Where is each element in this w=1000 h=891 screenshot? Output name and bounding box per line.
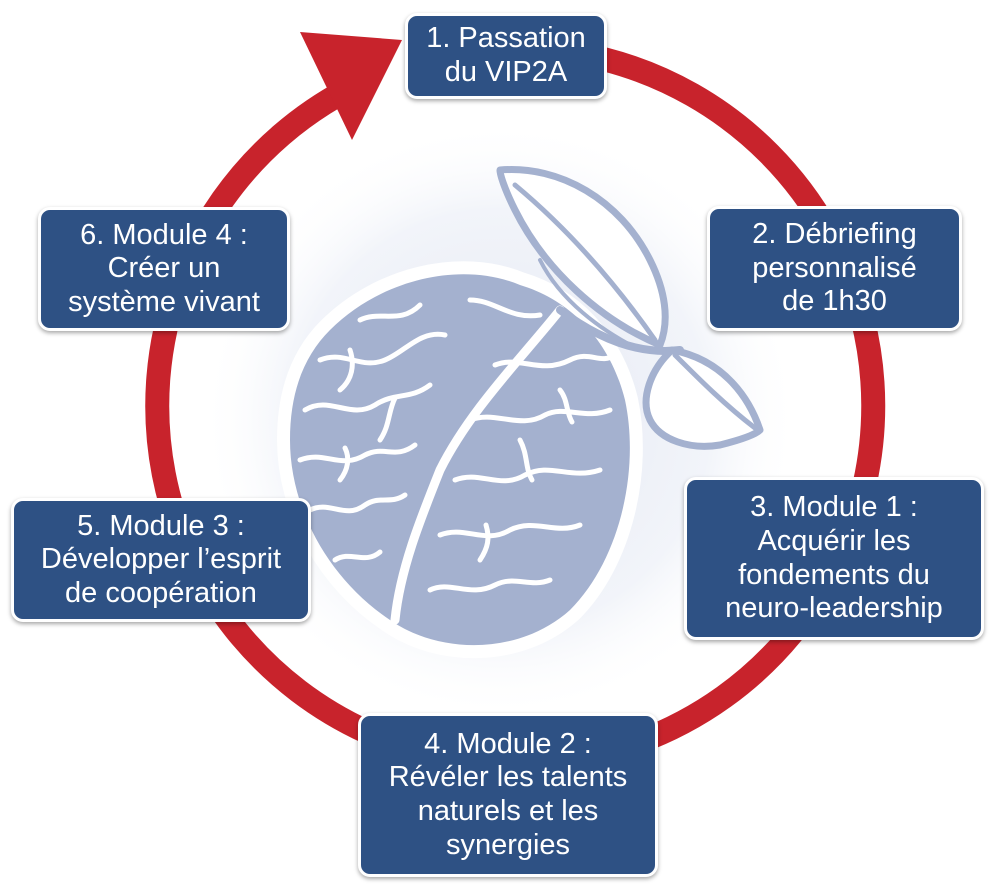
step-3-line-2: Acquérir les bbox=[757, 524, 911, 557]
step-2-line-2: personnalisé bbox=[752, 251, 917, 284]
cycle-arrowhead-icon bbox=[300, 32, 402, 140]
step-6-line-3: système vivant bbox=[68, 285, 260, 318]
step-2-text: 2. Débriefing personnalisé de 1h30 bbox=[752, 218, 916, 319]
step-4-line-3: naturels et les bbox=[417, 795, 599, 827]
step-2-line-3: de 1h30 bbox=[782, 285, 887, 318]
step-3-line-3: fondements du bbox=[738, 558, 930, 591]
step-6-box: 6. Module 4 : Créer un système vivant bbox=[38, 207, 290, 331]
step-1-line-2: du VIP2A bbox=[444, 56, 568, 88]
step-3-line-4: neuro-leadership bbox=[725, 592, 943, 625]
brain-sprout-icon bbox=[277, 166, 764, 659]
step-2-box: 2. Débriefing personnalisé de 1h30 bbox=[707, 206, 962, 331]
step-3-text: 3. Module 1 : Acquérir les fondements du… bbox=[725, 491, 943, 626]
step-6-text: 6. Module 4 : Créer un système vivant bbox=[68, 219, 260, 320]
step-3-line-1: 3. Module 1 : bbox=[750, 491, 918, 524]
step-3-box: 3. Module 1 : Acquérir les fondements du… bbox=[684, 477, 984, 640]
step-4-box: 4. Module 2 : Révéler les talents nature… bbox=[358, 713, 658, 877]
step-1-text: 1. Passation du VIP2A bbox=[426, 22, 586, 89]
step-5-text: 5. Module 3 : Développer l’esprit de coo… bbox=[41, 510, 281, 611]
step-4-text: 4. Module 2 : Révéler les talents nature… bbox=[389, 728, 628, 863]
step-5-line-1: 5. Module 3 : bbox=[77, 509, 245, 542]
step-2-line-1: 2. Débriefing bbox=[752, 218, 917, 251]
step-4-line-2: Révéler les talents bbox=[388, 761, 628, 794]
step-4-line-1: 4. Module 2 : bbox=[424, 727, 592, 760]
step-5-line-3: de coopération bbox=[65, 576, 257, 609]
step-6-line-1: 6. Module 4 : bbox=[80, 218, 248, 251]
step-5-line-2: Développer l’esprit bbox=[40, 543, 282, 576]
step-5-box: 5. Module 3 : Développer l’esprit de coo… bbox=[11, 498, 311, 622]
step-6-line-2: Créer un bbox=[107, 252, 221, 285]
step-4-line-4: synergies bbox=[445, 828, 571, 861]
step-1-box: 1. Passation du VIP2A bbox=[405, 13, 607, 99]
step-1-line-1: 1. Passation bbox=[426, 22, 586, 55]
